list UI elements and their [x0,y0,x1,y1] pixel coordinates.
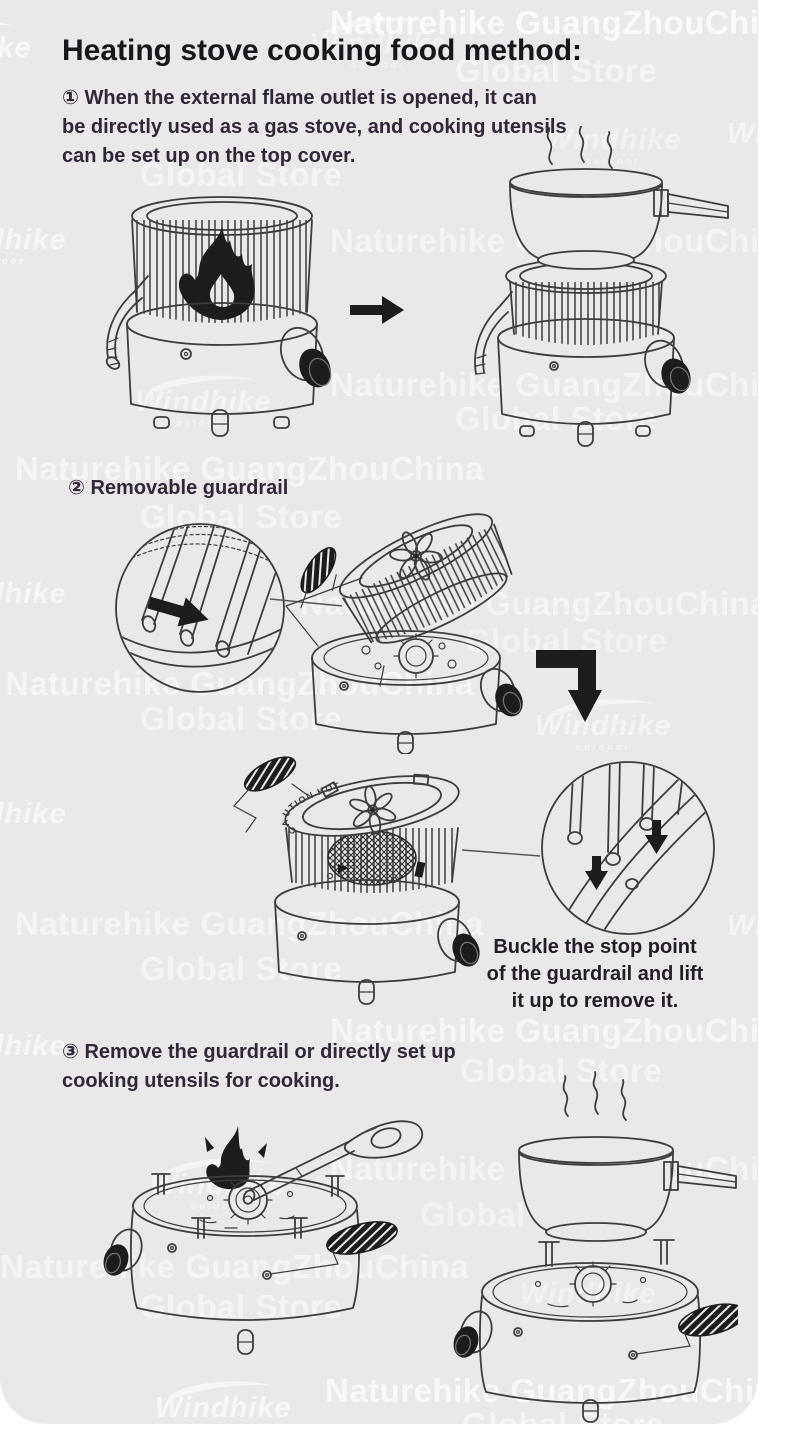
step-1-line-3: can be set up on the top cover. [62,145,356,167]
step-3-line-1: ③ Remove the guardrail or directly set u… [62,1041,456,1063]
flame-icon [178,226,255,320]
removable-guardrail-cage [300,513,513,644]
callout-line-1: Buckle the stop point [493,936,697,958]
illustration-stove-caution-top: CAUTION HOT [233,756,480,1005]
illustration-stove-flame [105,196,332,437]
burner-assembly [534,1261,647,1308]
step-1-line-1: ① When the external flame outlet is open… [62,87,537,109]
elbow-arrow-down-icon [536,650,602,722]
control-knob [453,1310,493,1358]
fan-top-icon [349,785,397,835]
control-knob [479,667,523,717]
gas-spigot [211,409,229,437]
step-1-line-2: be directly used as a gas stove, and coo… [62,116,567,138]
cooking-pot [518,1136,737,1242]
connector-line [269,598,343,607]
coil-handle [678,1303,738,1337]
step-2-text: ② Removable guardrail [68,474,288,503]
step-3-line-2: cooking utensils for cooking. [62,1070,340,1092]
pot-supports [538,1239,675,1267]
step-1-text: ① When the external flame outlet is open… [62,84,567,171]
coil-handle [243,756,297,792]
callout-line-2: of the guardrail and lift [486,963,704,985]
illustration-stove-pot-open [453,1071,738,1423]
callout-line-3: it up to remove it. [511,990,679,1012]
wire-handle [105,275,149,370]
arrow-right-icon [350,296,404,324]
pot-supports [151,1173,345,1239]
fan-top-icon [389,531,443,581]
burner-assembly [223,1175,273,1225]
steam-icon [546,126,613,169]
arrow-down-icon [645,820,668,854]
control-knob [644,339,691,394]
stop-point-detail-circle [541,761,715,935]
control-knob [103,1228,143,1276]
burner-mesh [327,830,417,886]
coil-handle [300,547,337,594]
steam-icon [562,1071,627,1121]
control-knob [437,917,480,967]
page-title: Heating stove cooking food method: [62,34,583,67]
wire-handle [474,291,513,375]
arrow-down-icon [585,856,608,890]
illustration-stove-lighter [103,1120,424,1355]
illustration-stove-cage-lifted [285,513,523,754]
control-knob [279,326,332,388]
coil-handle [326,1221,398,1255]
connector-line [461,849,541,857]
step-2-line-1: ② Removable guardrail [68,477,289,499]
illustration-stove-pot [474,126,729,447]
step-3-text: ③ Remove the guardrail or directly set u… [62,1038,456,1096]
arrow-icon [147,596,209,627]
magnifier-detail-circle [115,523,285,693]
burner-assembly [361,633,457,687]
guardrail-callout-text: Buckle the stop point of the guardrail a… [462,934,728,1015]
cooking-pot [509,168,729,270]
flame-icon [205,1126,267,1190]
